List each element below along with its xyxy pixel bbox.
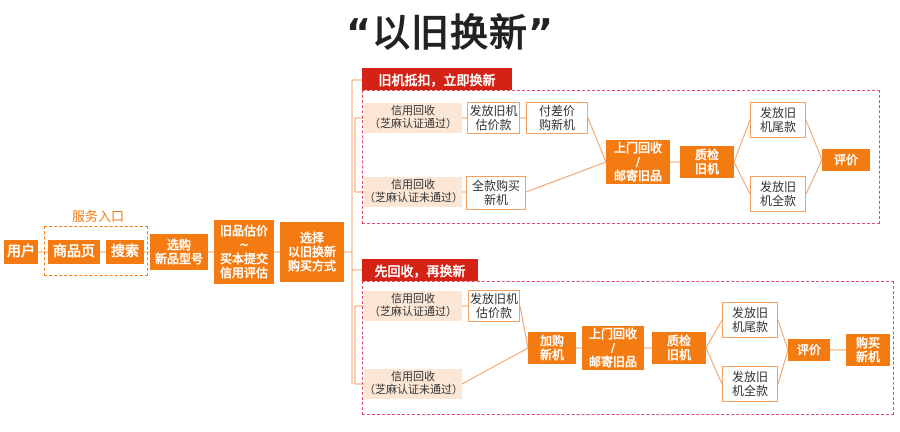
option-a-tail-payment: 发放旧 机尾款 xyxy=(750,102,806,138)
option-b-header: 先回收，再换新 xyxy=(362,259,478,281)
option-b-review: 评价 xyxy=(788,339,830,361)
option-b-tail-payment: 发放旧 机尾款 xyxy=(722,302,778,338)
option-a-full-payment: 发放旧 机全款 xyxy=(750,176,806,212)
option-b-pickup: 上门回收 / 邮寄旧品 xyxy=(582,326,644,370)
option-a-issue-estimate: 发放旧机 估价款 xyxy=(467,102,520,134)
option-a-credit-fail: 信用回收 （芝麻认证未通过） xyxy=(364,177,463,207)
option-a-credit-pass: 信用回收 （芝麻认证通过） xyxy=(364,103,462,133)
option-b-credit-pass: 信用回收 （芝麻认证通过） xyxy=(364,291,462,321)
option-a-pay-diff: 付差价 购新机 xyxy=(526,102,588,134)
user-node: 用户 xyxy=(4,240,38,264)
option-b-buy-new: 购买 新机 xyxy=(846,334,890,366)
option-a-review: 评价 xyxy=(822,149,870,171)
estimate-node[interactable]: 旧品估价 ~ 买本提交 信用评估 xyxy=(214,220,274,284)
option-b-issue-estimate: 发放旧机 估价款 xyxy=(468,290,520,322)
option-a-header: 旧机抵扣，立即换新 xyxy=(362,68,512,90)
search-node[interactable]: 搜索 xyxy=(106,240,144,264)
product-page-node[interactable]: 商品页 xyxy=(48,240,100,264)
service-entry-label: 服务入口 xyxy=(71,210,124,225)
option-b-inspect: 质检 旧机 xyxy=(652,332,706,364)
option-b-credit-fail: 信用回收 （芝麻认证未通过） xyxy=(364,369,463,399)
select-model-node[interactable]: 选购 新品型号 xyxy=(150,234,208,270)
option-a-pickup: 上门回收 / 邮寄旧品 xyxy=(606,140,670,184)
page-title: “以旧换新” xyxy=(346,11,554,55)
choose-method-node[interactable]: 选择 以旧换新 购买方式 xyxy=(280,222,344,282)
option-a-inspect: 质检 旧机 xyxy=(680,146,734,178)
option-b-full-payment: 发放旧 机全款 xyxy=(722,366,778,402)
option-b-box xyxy=(362,281,894,415)
option-b-buy-add: 加购 新机 xyxy=(528,332,576,364)
option-a-full-pay: 全款购买 新机 xyxy=(466,176,526,210)
service-entry-box xyxy=(44,226,148,276)
option-a-box xyxy=(362,90,880,224)
